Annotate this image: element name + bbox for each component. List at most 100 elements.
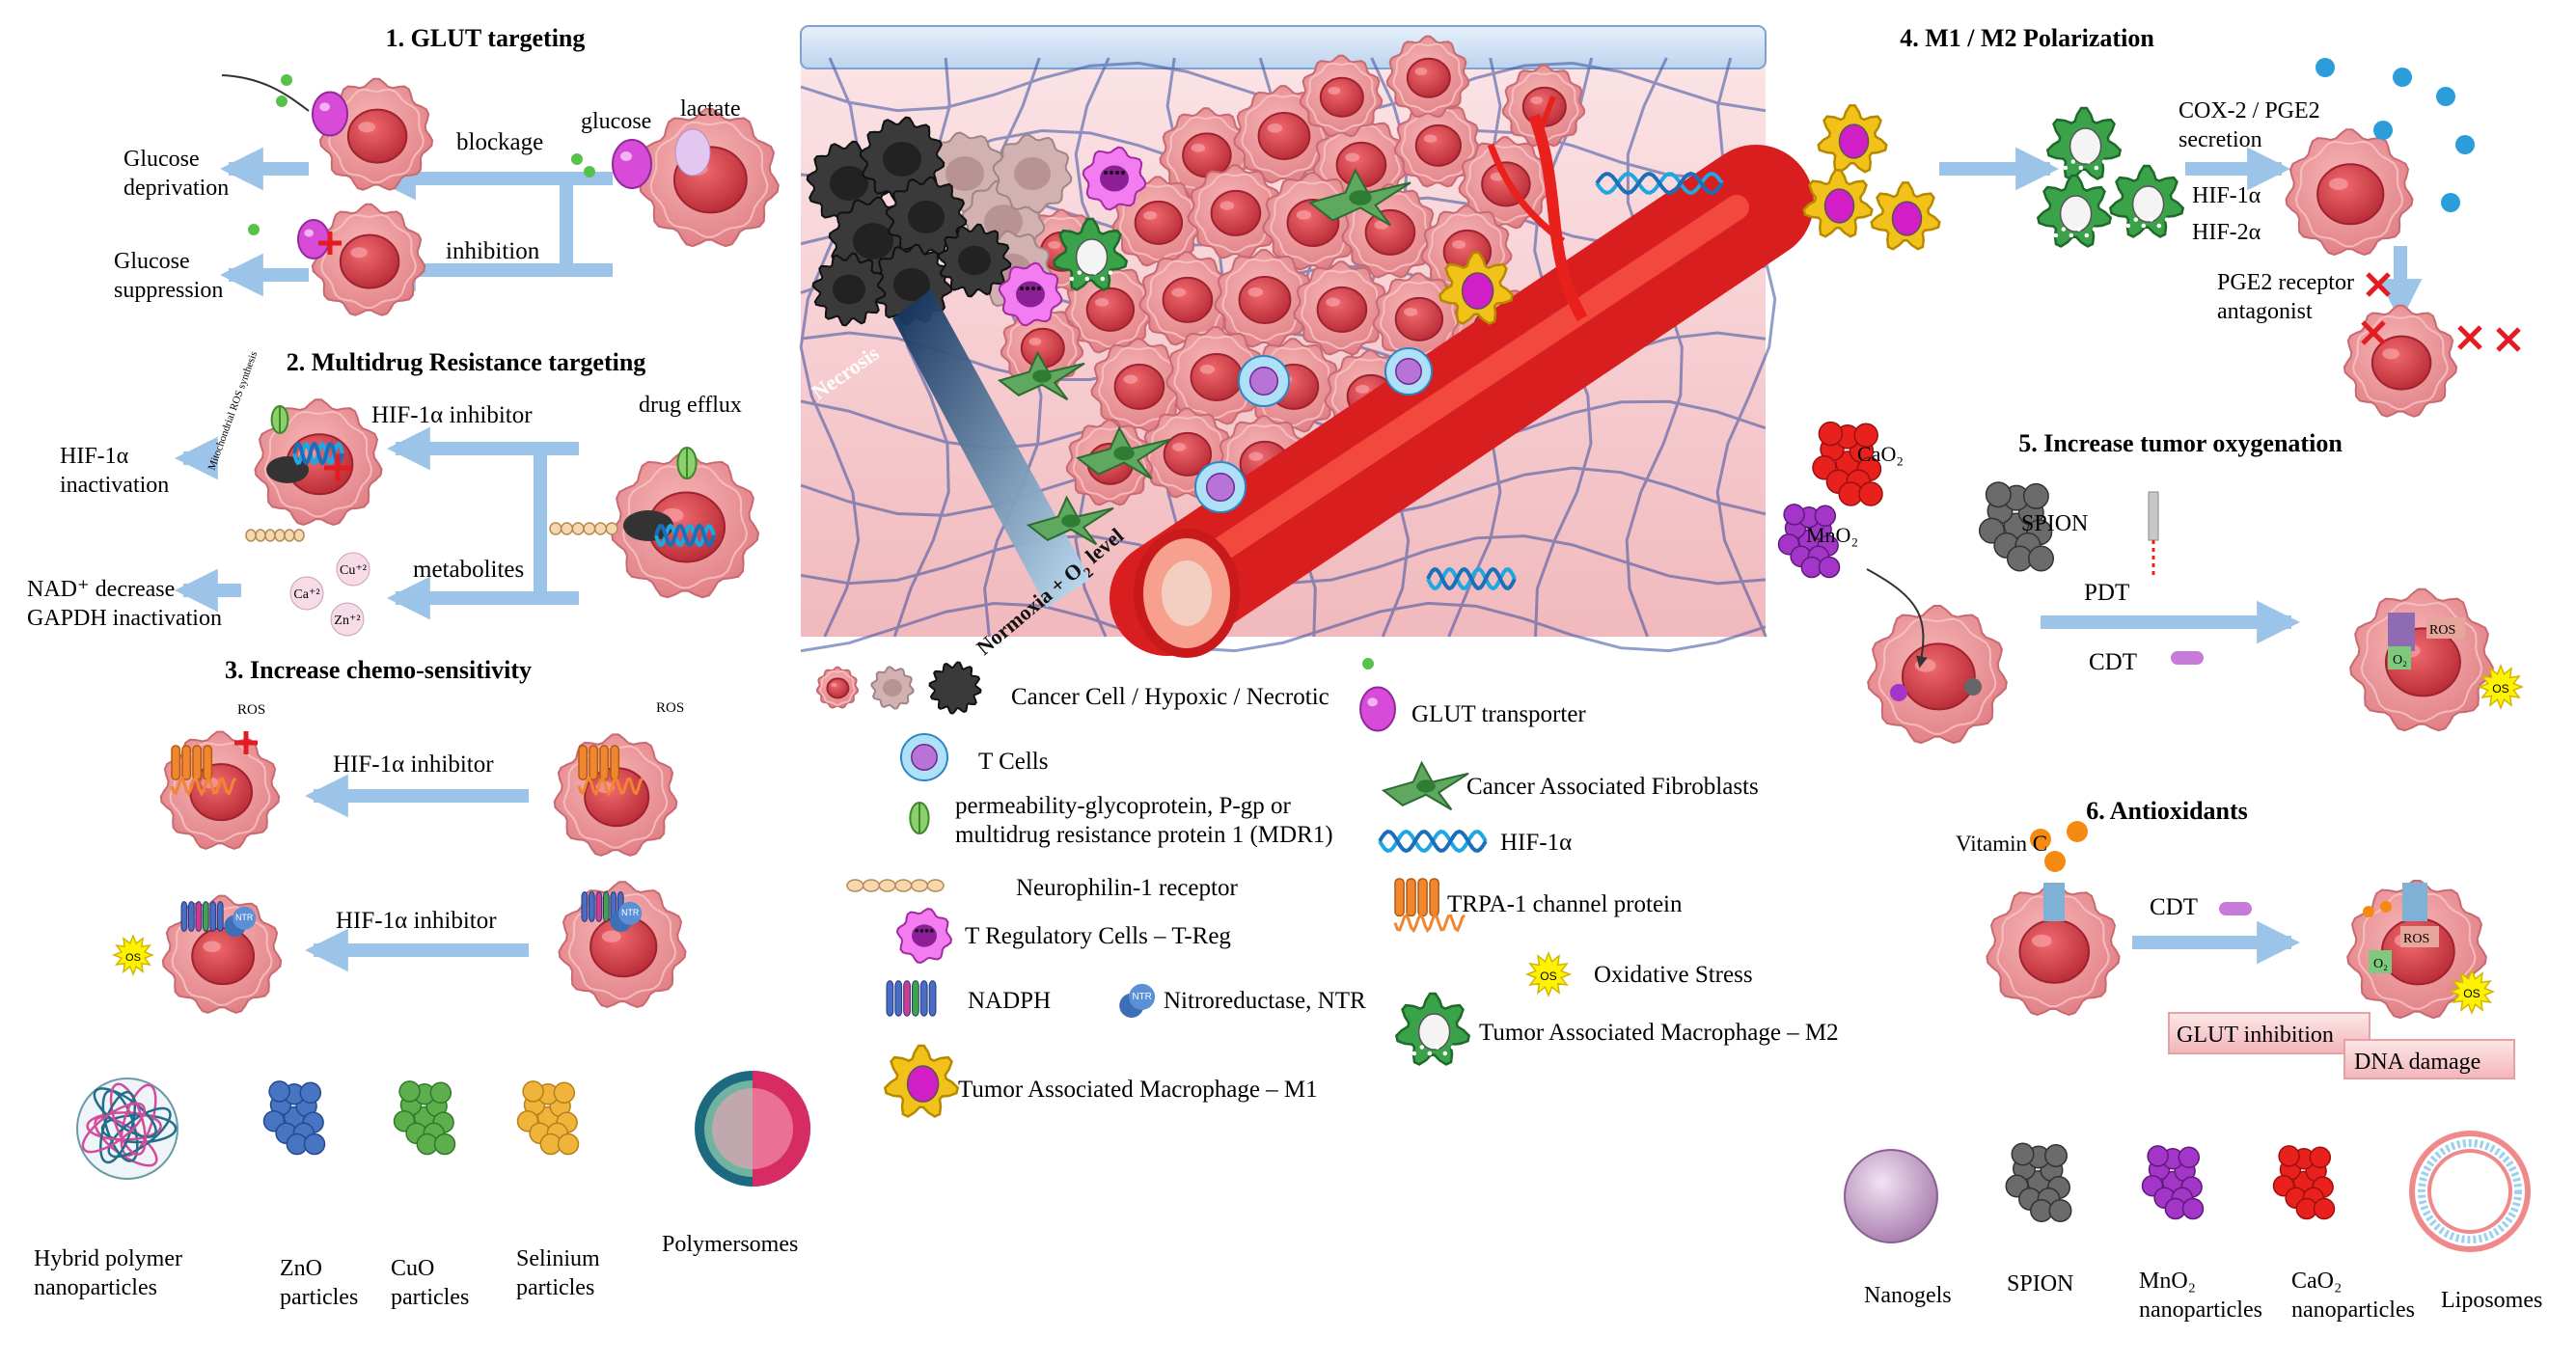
- mno2-particle-cluster-icon: [2141, 1145, 2205, 1220]
- panel6-title: 6. Antioxidants: [2086, 797, 2248, 825]
- tumor-cell: [1000, 305, 1084, 389]
- legend-pgp-icon: [909, 802, 930, 834]
- legend-trpa: TRPA-1 channel protein: [1447, 891, 1683, 917]
- tumor-cell: [1063, 262, 1156, 354]
- hypoxic-cell: [992, 133, 1073, 214]
- panel6-glut-inhibition: GLUT inhibition: [2177, 1023, 2334, 1048]
- svg-text:OS: OS: [1540, 969, 1556, 983]
- glucose-molecule-icon: [276, 96, 288, 107]
- vitamin-c-molecule-icon: [2363, 906, 2374, 917]
- panel1-title: 1. GLUT targeting: [386, 24, 586, 52]
- nanogel-icon: [1844, 1149, 1938, 1243]
- legend-tcells: T Cells: [978, 749, 1048, 775]
- panel4-m1-1: [1817, 104, 1888, 174]
- panel2-pgp-icon-2: [676, 447, 698, 479]
- legend-nadph: NADPH: [968, 988, 1051, 1014]
- legend-hif-icon: [1378, 829, 1488, 854]
- center-t-cell: [1238, 355, 1290, 407]
- panel1-block-icon: [318, 232, 342, 255]
- svg-text:NTR: NTR: [235, 913, 253, 922]
- panel1-lactate-label: lactate: [680, 96, 741, 122]
- pge2-molecule-icon: [2455, 135, 2475, 154]
- legend-m1-icon: [883, 1044, 960, 1118]
- panel1-glut-icon-2: [297, 219, 330, 259]
- panel2-cu-ion: Cu⁺²: [336, 552, 370, 587]
- panel6-o2-label: O₂: [2373, 957, 2388, 971]
- blood-vessel: [1110, 95, 1814, 658]
- panel3-ntr-icon: NTR: [224, 906, 257, 937]
- center-treg-cell-2: [998, 261, 1063, 327]
- panel4-block-icon: [2366, 272, 2391, 297]
- legend-ntr: Nitroreductase, NTR: [1164, 988, 1366, 1014]
- svg-text:NTR: NTR: [1132, 992, 1151, 1002]
- panel3-ros-label: ROS: [237, 702, 265, 718]
- panel2-nrp-icon-2: [549, 522, 618, 535]
- panel5-cdt-label: CDT: [2089, 649, 2137, 675]
- panel4-m2-3: [2108, 164, 2185, 238]
- cuo-particle-icon: [393, 1080, 456, 1156]
- panel6-vitc-label: Vitamin C: [1956, 832, 2047, 856]
- panel4-m1-2: [1802, 169, 1874, 238]
- legend-caf: Cancer Associated Fibroblasts: [1466, 774, 1759, 800]
- panel3-os-icon: OS: [111, 933, 155, 977]
- legend-trpa-icon: [1393, 878, 1466, 934]
- panel1-glucose-label: glucose: [581, 109, 651, 134]
- panel2-efflux-label: drug efflux: [639, 393, 742, 418]
- particle-label-right: Nanogels: [1864, 1283, 1952, 1308]
- glucose-molecule-icon: [584, 166, 595, 177]
- glucose-molecule-icon: [571, 153, 583, 165]
- svg-text:OS: OS: [2492, 682, 2508, 696]
- svg-text:Cu⁺²: Cu⁺²: [340, 563, 367, 578]
- panel2-hif-helix: [292, 441, 344, 466]
- svg-text:Zn⁺²: Zn⁺²: [334, 614, 360, 628]
- zno-particle-icon: [262, 1080, 326, 1156]
- liposome-icon: [2409, 1131, 2531, 1252]
- panel1-source-cell: [639, 108, 780, 248]
- panel6-os-icon: OS: [2448, 968, 2496, 1016]
- panel1-inhibition-label: inhibition: [446, 238, 540, 264]
- dna-damage-box: [2343, 1039, 2515, 1079]
- panel3-title: 3. Increase chemo-sensitivity: [225, 656, 532, 684]
- necrotic-cells: [806, 116, 1012, 327]
- particle-label-right: Liposomes: [2441, 1288, 2542, 1313]
- particle-label-left: Polymersomes: [662, 1232, 798, 1257]
- tumor-cell: [1293, 260, 1389, 356]
- legend-cancer-cell: [815, 666, 860, 709]
- panel5-cell-left: [1867, 605, 2008, 745]
- panel4-m1-3: [1870, 181, 1941, 251]
- mno2-particle-icon: [1890, 684, 1907, 701]
- legend-ntr-icon: NTR: [1119, 983, 1156, 1018]
- panel3-inhibitor1-label: HIF-1α inhibitor: [333, 751, 494, 778]
- tumor-cell: [1090, 338, 1187, 433]
- panel2-title: 2. Multidrug Resistance targeting: [287, 348, 646, 376]
- panel3-block-icon: [234, 731, 258, 754]
- legend-m2-icon: [1394, 992, 1471, 1066]
- center-m2-macrophage: [1052, 217, 1129, 291]
- panel5-title: 5. Increase tumor oxygenation: [2018, 429, 2343, 457]
- panel2-pgp-icon: [270, 405, 289, 434]
- cdt-capsule-icon-2: [2219, 902, 2252, 915]
- panel2-hif-helix-2: [654, 523, 716, 548]
- legend-nrp-icon: [846, 879, 945, 892]
- panel6-cell-left: [1986, 883, 2121, 1017]
- vitamin-c-molecule-icon: [2030, 829, 2051, 850]
- tumor-cell: [1214, 249, 1314, 348]
- legend-m2: Tumor Associated Macrophage – M2: [1479, 1020, 1839, 1046]
- legend-hypoxic-cell: [870, 666, 915, 710]
- pathway-arrows: [175, 147, 2423, 972]
- panel3-inhibitor2-label: HIF-1α inhibitor: [336, 908, 497, 934]
- spion-particle-cluster-icon: [2005, 1142, 2072, 1222]
- panel2-block-icon: [324, 454, 351, 481]
- panel6-dna-damage: DNA damage: [2354, 1050, 2480, 1075]
- panel5-cao2-cluster: [1812, 421, 1883, 506]
- panel4-block-icon: [2457, 325, 2482, 350]
- panel4-hif2: HIF-2α: [2192, 220, 2261, 245]
- necrotic-cell: [937, 223, 1012, 298]
- panel3-nadph-icon: [180, 901, 224, 932]
- panel6-ros-box: [2400, 926, 2439, 947]
